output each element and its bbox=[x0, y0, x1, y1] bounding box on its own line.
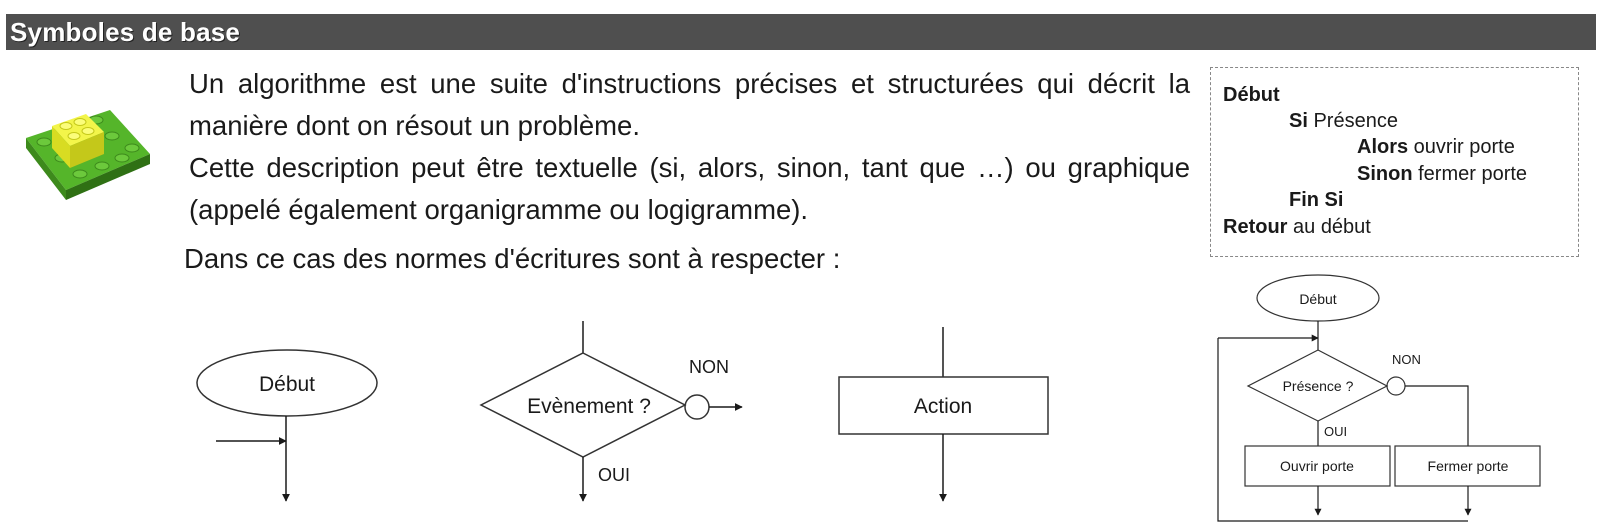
intro-paragraph-1: Un algorithme est une suite d'instructio… bbox=[189, 68, 1190, 141]
fc-start-label: Début bbox=[1299, 291, 1336, 307]
fc-open-door-label: Ouvrir porte bbox=[1280, 458, 1354, 474]
fc-yes-label: OUI bbox=[1324, 424, 1347, 439]
pseudocode-box: Début Si Présence Alors ouvrir porte Sin… bbox=[1210, 67, 1579, 257]
yes-label: OUI bbox=[598, 465, 630, 485]
section-title-bar: Symboles de base bbox=[6, 14, 1596, 50]
pseudo-text: fermer porte bbox=[1412, 163, 1528, 185]
pseudo-text: au début bbox=[1287, 216, 1371, 238]
action-label: Action bbox=[914, 395, 972, 418]
pseudo-line-6: Retour au début bbox=[1223, 216, 1371, 239]
start-ellipse bbox=[196, 349, 378, 417]
fc-no-label: NON bbox=[1392, 352, 1421, 367]
pseudo-keyword: Alors bbox=[1357, 136, 1409, 158]
pseudo-text: Présence bbox=[1307, 110, 1398, 132]
pseudo-line-4: Sinon fermer porte bbox=[1357, 163, 1527, 186]
pseudo-keyword: Si bbox=[1289, 110, 1308, 132]
pseudo-line-5: Fin Si bbox=[1289, 189, 1343, 212]
pseudo-keyword: Sinon bbox=[1357, 163, 1413, 185]
example-flowchart: Début Présence ? NON OUI Ouvrir porte Fe… bbox=[1217, 274, 1541, 522]
fc-no-circle bbox=[1386, 376, 1406, 396]
intro-text: Un algorithme est une suite d'instructio… bbox=[189, 63, 1190, 231]
fc-close-door-label: Fermer porte bbox=[1428, 458, 1509, 474]
no-branch-circle bbox=[684, 394, 710, 420]
decision-label: Evènement ? bbox=[527, 395, 651, 418]
decision-symbol: Evènement ? NON OUI bbox=[479, 321, 743, 502]
norms-sentence: Dans ce cas des normes d'écritures sont … bbox=[184, 243, 841, 274]
pseudo-keyword: Retour bbox=[1223, 216, 1288, 238]
pseudo-text: ouvrir porte bbox=[1408, 136, 1515, 158]
pseudo-line-3: Alors ouvrir porte bbox=[1357, 136, 1515, 159]
pseudo-keyword: Début bbox=[1223, 84, 1280, 106]
intro-paragraph-2: Cette description peut être textuelle (s… bbox=[189, 152, 1190, 225]
fc-return-loop-line bbox=[1217, 338, 1468, 522]
action-symbol: Action bbox=[838, 327, 1049, 502]
start-label: Début bbox=[259, 373, 315, 396]
section-title: Symboles de base bbox=[10, 17, 241, 47]
pseudo-keyword: Fin Si bbox=[1289, 189, 1344, 211]
fc-decision-label: Présence ? bbox=[1283, 378, 1354, 394]
lego-brick-icon bbox=[26, 110, 150, 200]
fc-no-branch-line bbox=[1405, 385, 1469, 446]
pseudo-line-1: Début bbox=[1223, 84, 1280, 107]
start-symbol: Début bbox=[196, 349, 378, 502]
pseudo-line-2: Si Présence bbox=[1289, 110, 1398, 133]
no-label: NON bbox=[689, 357, 729, 377]
